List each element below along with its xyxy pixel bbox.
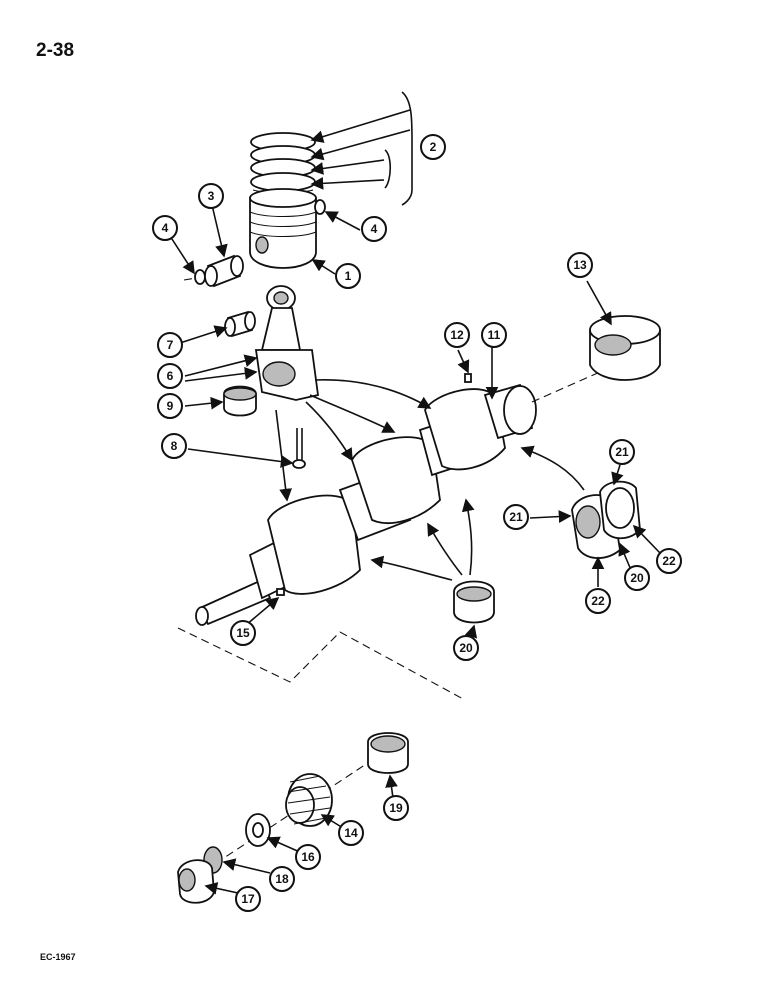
crankshaft: [195, 371, 601, 626]
callout-number: 14: [344, 826, 358, 840]
callout-4: 4: [361, 216, 387, 242]
callout-22: 22: [585, 588, 611, 614]
callout-number: 9: [167, 399, 174, 413]
callout-number: 7: [167, 338, 174, 352]
callout-16: 16: [295, 844, 321, 870]
connecting-rod: [254, 285, 320, 401]
crankshaft-key-front: [276, 588, 285, 596]
crankshaft-key-rear: [464, 373, 472, 383]
callout-number: 1: [345, 269, 352, 283]
thrust-washer: [245, 813, 271, 847]
callout-number: 20: [459, 641, 473, 655]
callout-21: 21: [503, 504, 529, 530]
callout-number: 15: [236, 626, 250, 640]
piston-pin: [204, 254, 244, 288]
callout-20: 20: [624, 565, 650, 591]
callout-number: 18: [275, 872, 289, 886]
callout-number: 19: [389, 801, 403, 815]
thrust-bearing-assembly: [571, 480, 641, 559]
callout-6: 6: [157, 363, 183, 389]
callout-20: 20: [453, 635, 479, 661]
callout-14: 14: [338, 820, 364, 846]
callout-number: 21: [509, 510, 523, 524]
callout-number: 11: [488, 328, 501, 342]
piston-rings: [250, 132, 316, 194]
callout-number: 4: [162, 221, 169, 235]
piston-pin-clip-right: [314, 199, 326, 215]
callout-number: 2: [430, 140, 437, 154]
callout-number: 4: [371, 222, 378, 236]
callout-2: 2: [420, 134, 446, 160]
callout-8: 8: [161, 433, 187, 459]
callout-number: 12: [450, 328, 464, 342]
callout-7: 7: [157, 332, 183, 358]
callout-19: 19: [383, 795, 409, 821]
callout-number: 20: [630, 571, 644, 585]
callout-number: 17: [241, 892, 255, 906]
piston: [249, 188, 317, 269]
callout-18: 18: [269, 866, 295, 892]
callout-number: 3: [208, 189, 215, 203]
callout-1: 1: [335, 263, 361, 289]
callout-number: 13: [573, 258, 587, 272]
callout-22: 22: [656, 548, 682, 574]
callout-4: 4: [152, 215, 178, 241]
callout-number: 8: [171, 439, 178, 453]
callout-13: 13: [567, 252, 593, 278]
callout-15: 15: [230, 620, 256, 646]
leader-lines: [169, 109, 661, 895]
small-end-bushing: [224, 310, 256, 338]
callout-17: 17: [235, 886, 261, 912]
page-number: 2-38: [36, 40, 75, 61]
callout-number: 21: [615, 445, 629, 459]
front-spacer: [177, 859, 215, 904]
callout-3: 3: [198, 183, 224, 209]
front-bearing: [367, 732, 409, 774]
callout-11: 11: [481, 322, 507, 348]
figure-code: EC-1967: [40, 952, 76, 962]
callout-number: 22: [591, 594, 605, 608]
callout-12: 12: [444, 322, 470, 348]
connecting-rod-bearing: [223, 385, 257, 417]
callout-21: 21: [609, 439, 635, 465]
crankshaft-gear: [285, 773, 333, 827]
callout-9: 9: [157, 393, 183, 419]
callout-number: 6: [167, 369, 174, 383]
callout-number: 16: [301, 850, 315, 864]
main-bearing: [453, 580, 495, 624]
piston-pin-clip-left: [194, 269, 206, 285]
rear-seal-sleeve: [589, 315, 661, 381]
callout-number: 22: [662, 554, 676, 568]
connecting-rod-bolts: [292, 428, 306, 469]
